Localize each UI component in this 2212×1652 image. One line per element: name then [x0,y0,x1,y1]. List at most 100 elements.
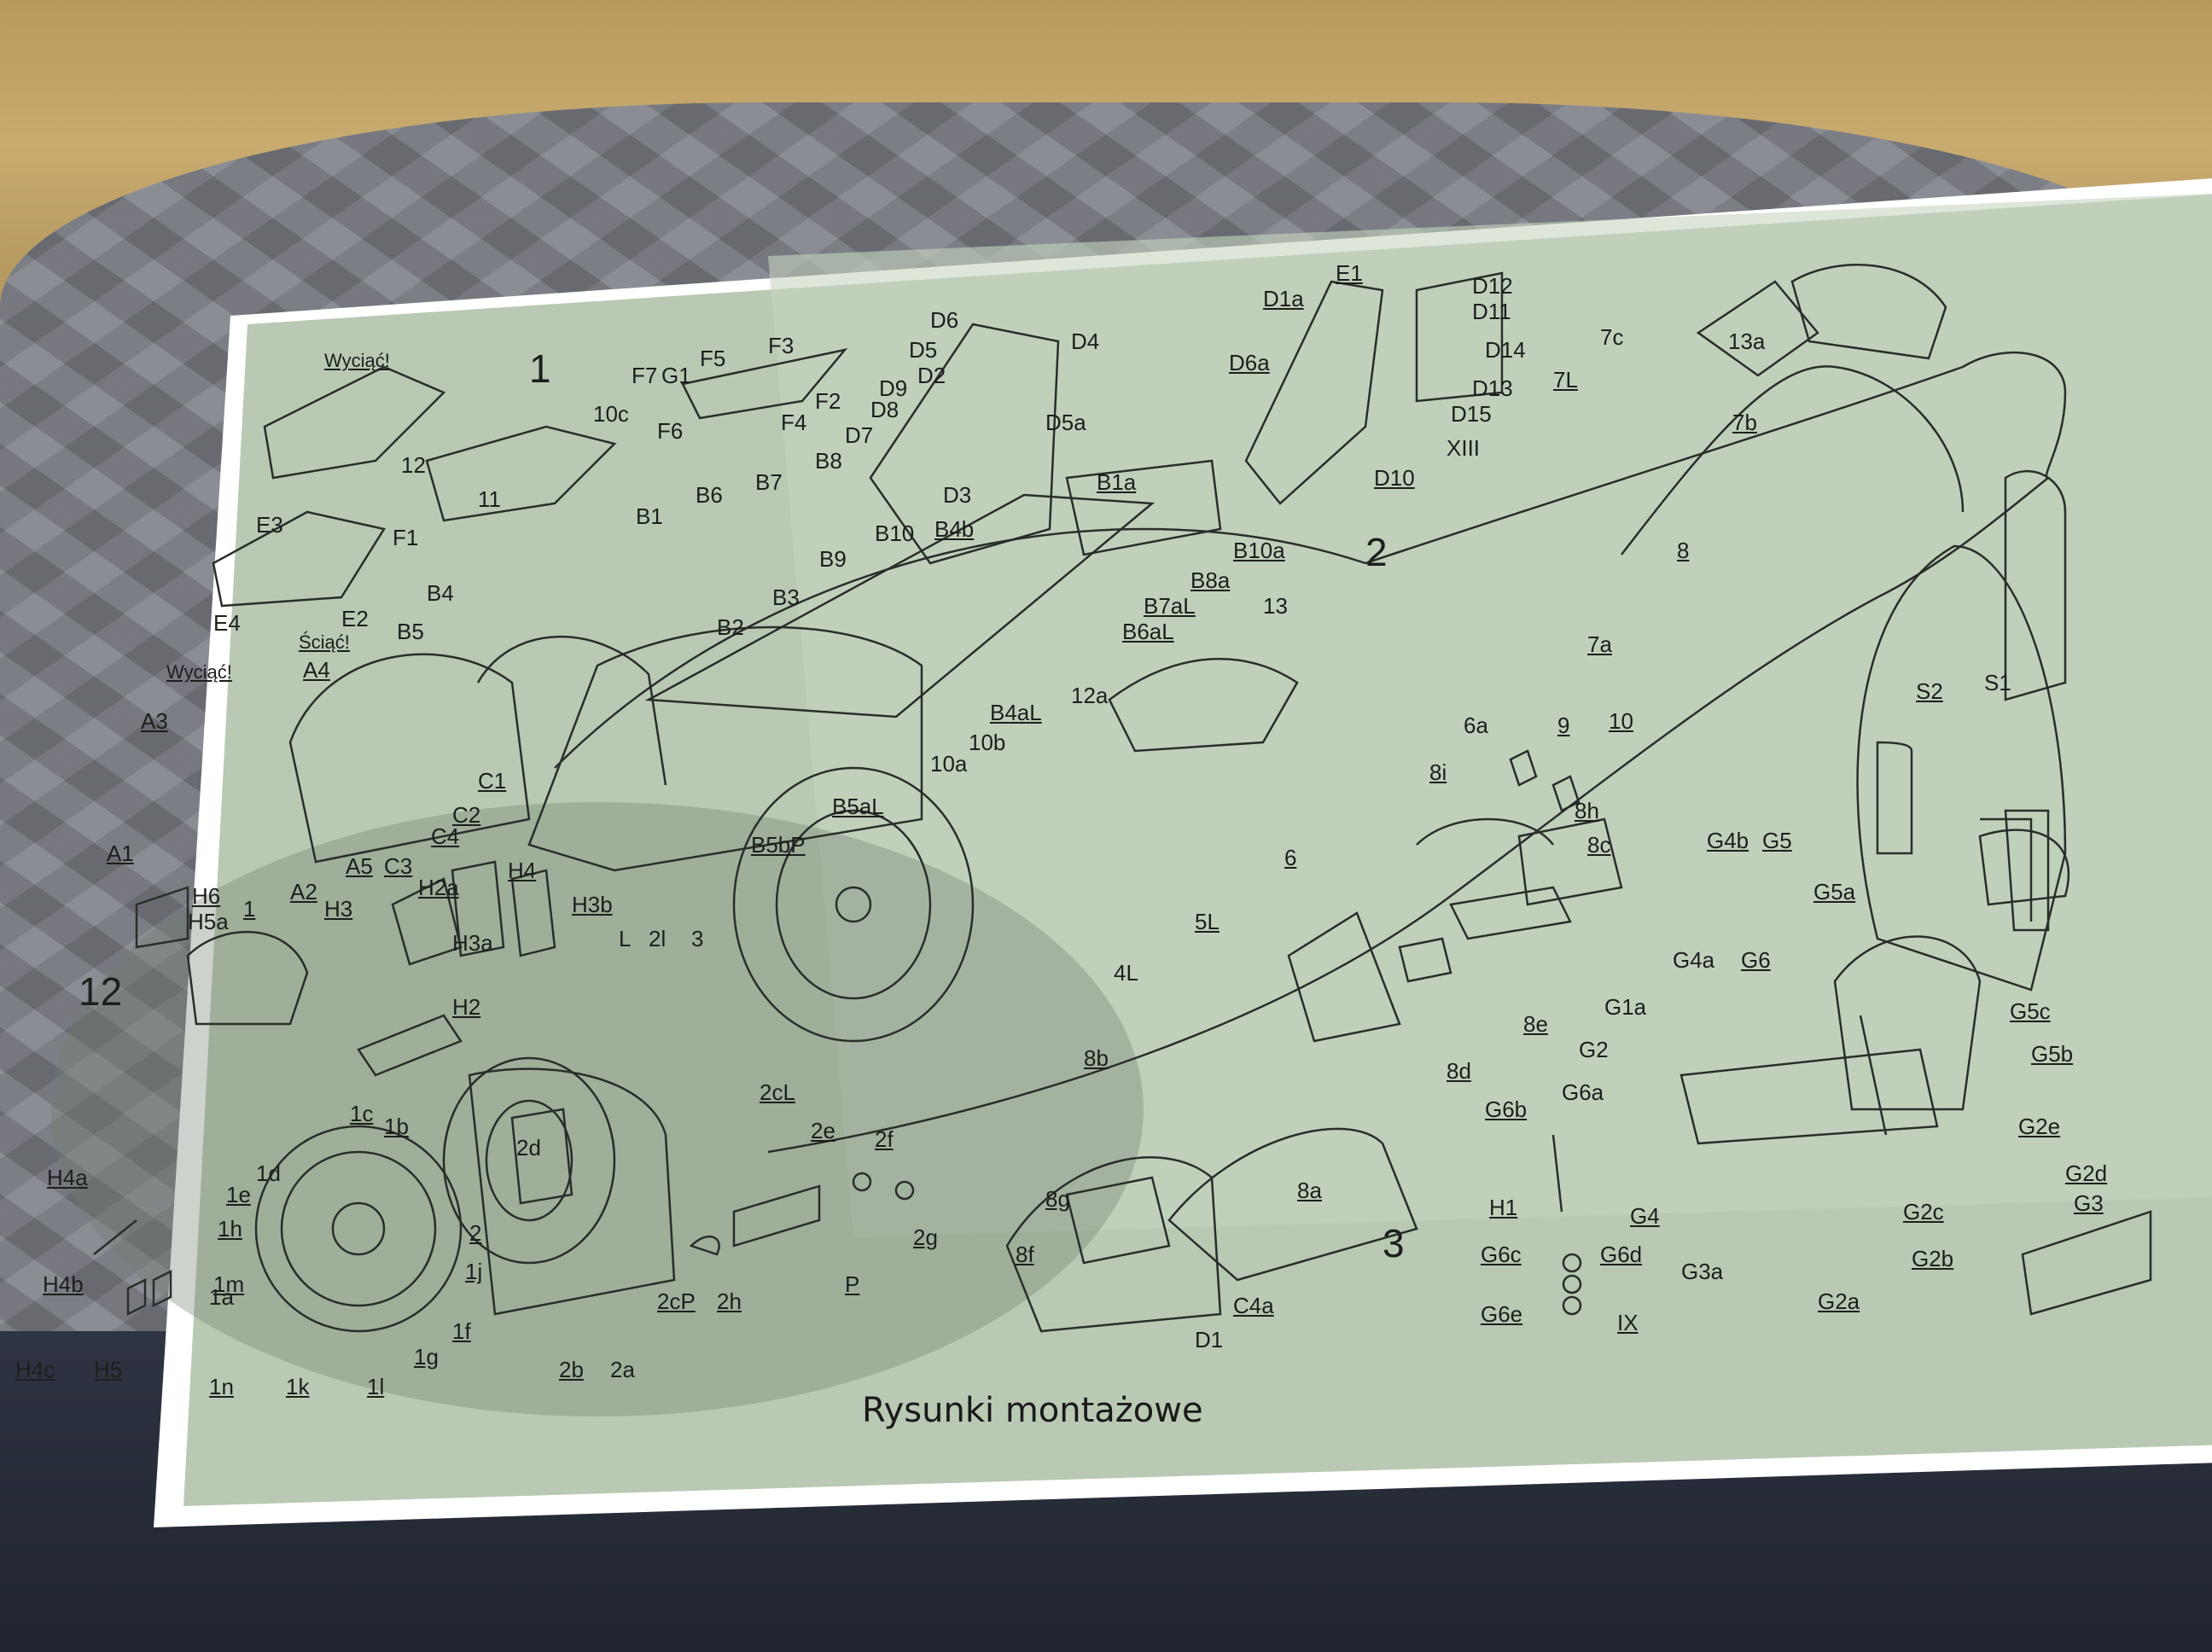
part-label: B5aL [832,794,884,819]
part-label: 2b [559,1357,584,1382]
section-number: 2 [1365,530,1388,574]
part-label: 8c [1587,832,1611,858]
part-label: 13 [1263,593,1288,619]
part-label: B3 [772,585,800,610]
part-label: G4a [1673,947,1715,973]
part-label: 1h [218,1216,242,1242]
part-label: G6 [1741,947,1771,973]
part-label: B8a [1190,567,1231,593]
note-label: Wyciąć! [324,350,390,371]
part-label: H4c [15,1357,55,1382]
part-label: 3 [691,926,704,951]
part-label: G2d [2065,1160,2108,1186]
part-label: B7aL [1144,593,1196,619]
part-label: 8f [1016,1242,1034,1267]
part-label: D2 [917,363,946,388]
part-label: H6 [192,883,221,909]
part-label: 8h [1575,798,1599,823]
part-label: 8i [1429,759,1447,785]
part-label: 1m [213,1271,245,1297]
part-label: H2a [418,875,459,900]
part-label: F5 [700,346,726,371]
part-label: H3b [572,892,613,917]
part-label: H4a [47,1165,88,1190]
part-label: G1 [661,363,691,388]
part-label: D4 [1071,329,1100,354]
part-label: A2 [290,879,317,905]
part-label: A1 [107,841,134,866]
part-label: 2a [610,1357,635,1382]
part-label: C4a [1233,1293,1274,1318]
part-label: S2 [1916,678,1943,704]
part-label: 6a [1464,713,1488,738]
part-label: B1a [1097,469,1137,495]
part-label: 2cP [657,1288,696,1314]
part-label: 10 [1609,708,1633,734]
part-label: 8g [1045,1186,1070,1212]
part-label: E4 [213,610,241,636]
part-label: L [619,926,632,951]
part-label: XIII [1447,435,1481,461]
part-label: 2e [811,1118,835,1143]
part-label: 7c [1600,324,1624,350]
part-label: 12a [1071,683,1109,708]
part-label: B8 [815,448,842,474]
part-label: B7 [755,469,783,495]
part-label: B6aL [1122,619,1174,644]
part-label: D8 [870,397,899,422]
part-label: G6c [1481,1242,1522,1267]
part-label: 1a [209,1284,234,1310]
part-label: IX [1617,1310,1639,1335]
part-label: G5 [1762,828,1792,853]
part-label: D7 [845,422,874,448]
part-label: A3 [141,708,168,734]
part-label: G6b [1485,1096,1528,1122]
part-label: E2 [341,606,369,631]
part-label: 2f [875,1126,894,1152]
part-label: H3 [324,896,353,922]
part-label: 1k [286,1374,310,1399]
part-label: 8b [1084,1045,1109,1071]
part-label: H1 [1489,1195,1518,1220]
part-label: D3 [943,482,972,508]
part-label: D15 [1451,401,1492,427]
part-label: 8e [1523,1011,1548,1037]
part-label: 6 [1284,845,1297,870]
part-label: 7b [1732,410,1757,435]
part-label: G2e [2018,1114,2061,1139]
part-label: G3 [2074,1190,2104,1216]
part-label: 10a [930,751,968,777]
part-label: H5 [94,1357,123,1382]
part-label: 1d [256,1160,281,1186]
part-label: 4L [1114,960,1138,986]
part-label: G2b [1912,1246,1954,1271]
part-label: 1c [350,1101,374,1126]
part-label: 8d [1447,1058,1471,1084]
part-label: 2h [717,1288,742,1314]
part-label: D11 [1472,299,1511,324]
part-label: 2d [516,1135,541,1160]
part-label: C1 [478,768,507,794]
part-label: D13 [1472,375,1513,401]
part-label: 2 [469,1220,482,1246]
part-label: D5a [1045,410,1086,435]
section-number: 1 [529,346,551,391]
part-label: D12 [1472,273,1513,299]
section-number: 3 [1382,1221,1405,1265]
note-label: Ściąć! [299,631,350,653]
part-label: H5a [188,909,229,934]
part-label: 8a [1297,1178,1322,1203]
part-label: B9 [819,546,847,572]
part-label: C2 [452,802,481,828]
part-label: D9 [879,375,908,401]
part-label: G5c [2010,998,2051,1024]
part-label: B1 [636,503,663,529]
note-label: Wyciąć! [166,661,232,683]
part-label: B10a [1233,538,1285,563]
part-label: 2g [913,1224,938,1250]
part-label: B2 [717,614,744,640]
part-label: 10c [593,401,629,427]
part-label: C4 [431,823,460,849]
part-label: 1l [367,1374,385,1399]
